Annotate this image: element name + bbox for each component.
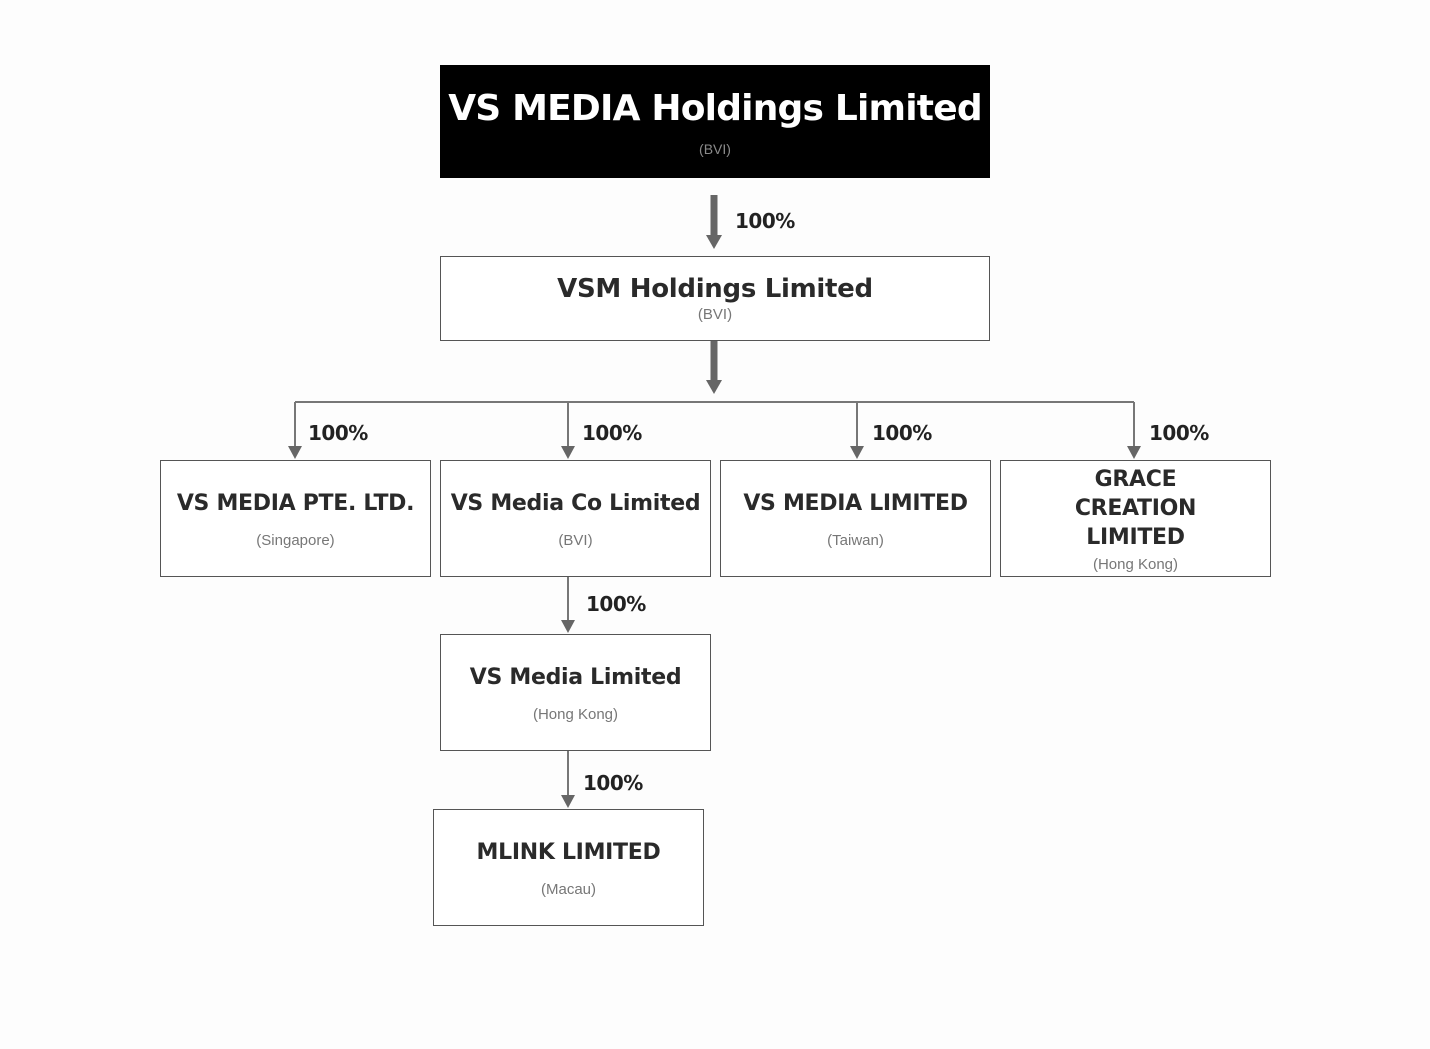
entity-jurisdiction: (Hong Kong) <box>532 705 619 723</box>
entity-jurisdiction: (Taiwan) <box>827 531 884 549</box>
arrowhead-vsm-to-bus <box>706 380 722 394</box>
entity-name: GRACE CREATION LIMITED <box>1074 466 1197 550</box>
entity-name: VS Media Co Limited <box>450 490 701 516</box>
entity-jurisdiction: (Macau) <box>540 880 596 898</box>
entity-jurisdiction: (BVI) <box>558 531 593 549</box>
entity-jurisdiction: (BVI) <box>697 305 733 323</box>
entity-vs-media-co: VS Media Co Limited (BVI) <box>440 460 711 577</box>
entity-jurisdiction: (Singapore) <box>256 531 335 549</box>
entity-name: VS MEDIA LIMITED <box>743 490 968 516</box>
entity-name: VS MEDIA Holdings Limited <box>448 87 982 129</box>
entity-grace-creation: GRACE CREATION LIMITED (Hong Kong) <box>1000 460 1271 577</box>
ownership-label-parent-to-vsm: 100% <box>735 209 795 233</box>
ownership-label-hk-to-mlink: 100% <box>583 771 643 795</box>
ownership-label-vsm-to-co: 100% <box>582 421 642 445</box>
entity-vs-media-hk: VS Media Limited (Hong Kong) <box>440 634 711 751</box>
ownership-label-vsm-to-taiwan: 100% <box>872 421 932 445</box>
entity-vs-media-pte: VS MEDIA PTE. LTD. (Singapore) <box>160 460 431 577</box>
ownership-label-co-to-hk: 100% <box>586 592 646 616</box>
entity-jurisdiction: (BVI) <box>699 140 731 157</box>
entity-name: VS Media Limited <box>469 664 682 690</box>
entity-name: VSM Holdings Limited <box>557 273 873 304</box>
entity-name: VS MEDIA PTE. LTD. <box>176 490 415 516</box>
entity-vs-media-holdings: VS MEDIA Holdings Limited (BVI) <box>440 65 990 178</box>
entity-vs-media-taiwan: VS MEDIA LIMITED (Taiwan) <box>720 460 991 577</box>
ownership-label-vsm-to-singapore: 100% <box>308 421 368 445</box>
entity-vsm-holdings: VSM Holdings Limited (BVI) <box>440 256 990 341</box>
entity-name: MLINK LIMITED <box>476 839 661 865</box>
entity-jurisdiction: (Hong Kong) <box>1092 555 1179 573</box>
arrowhead-parent-to-vsm <box>706 235 722 249</box>
ownership-label-vsm-to-grace: 100% <box>1149 421 1209 445</box>
entity-mlink: MLINK LIMITED (Macau) <box>433 809 704 926</box>
